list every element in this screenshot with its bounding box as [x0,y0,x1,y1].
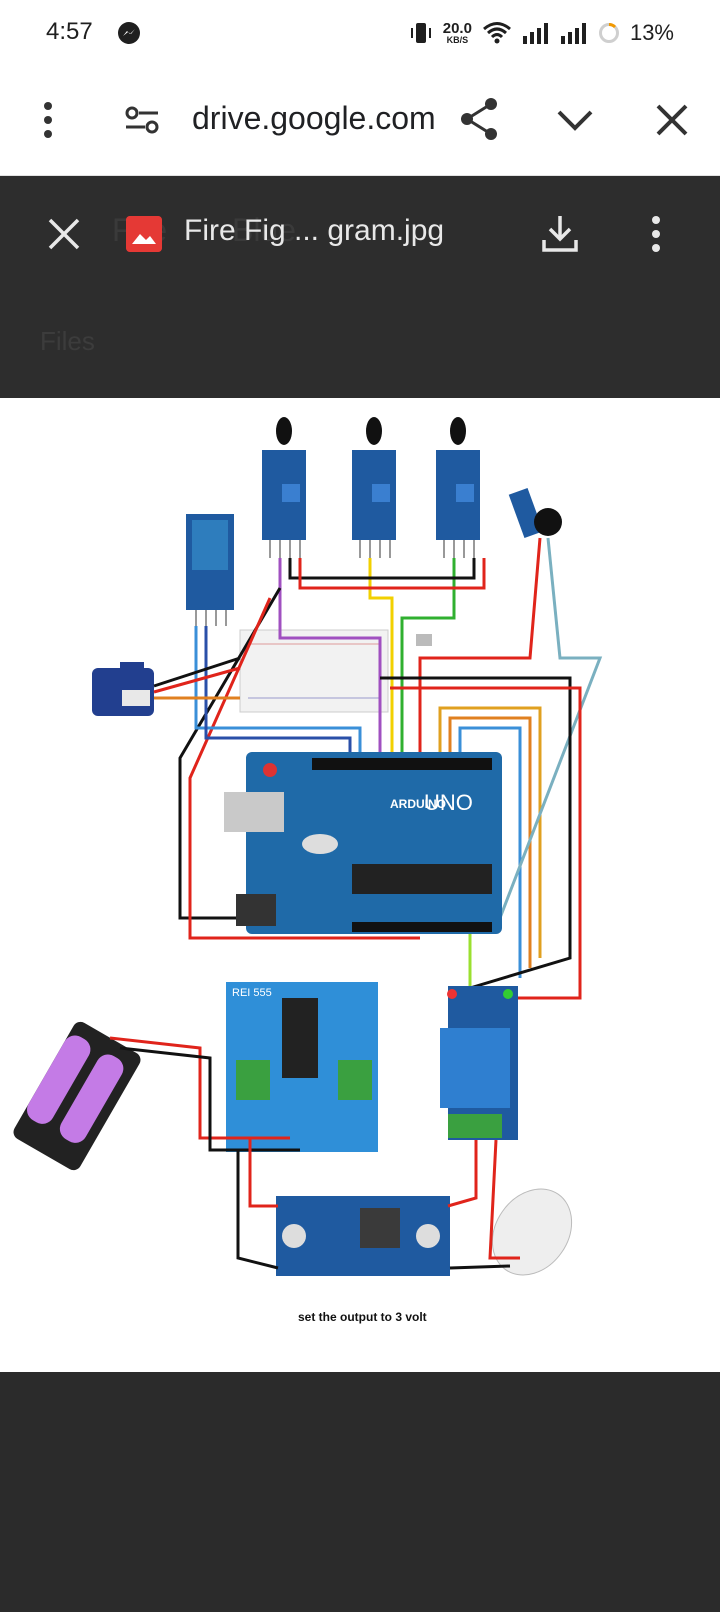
arduino-brand: ARDUINO [390,797,446,811]
viewer-background [0,1372,720,1612]
buck-converter [276,1196,450,1276]
network-speed-unit: KB/S [446,35,469,45]
chevron-down-icon[interactable] [554,100,596,140]
close-viewer-icon[interactable] [44,214,84,254]
url-text[interactable]: drive.google.com [192,100,436,136]
vibrate-icon [410,23,431,43]
signal-icon [522,23,548,44]
download-icon[interactable] [540,212,580,256]
flame-sensor [262,417,306,558]
flame-sensor [352,417,396,558]
battery-percent: 13% [629,20,674,45]
driver-label: REI 555 [232,987,272,999]
switch [416,634,432,646]
power-wires [109,1036,520,1270]
browser-toolbar: drive.google.com [0,66,720,176]
files-label: Files [40,326,95,356]
circuit-diagram: ARDUINO UNO REI 555 [13,417,603,1276]
wifi-icon [482,22,511,44]
status-indicators: 20.0 KB/S 13% [409,16,674,50]
messenger-icon [118,22,140,44]
more-options-icon[interactable] [642,212,670,256]
status-bar: 4:57 20.0 KB/S [0,0,720,66]
signal-icon-2 [560,23,586,44]
viewer-toolbar: Fire Blue Fire Fig ... gram.jpg [0,176,720,290]
battery-holder [13,1021,141,1171]
motor-driver-board: REI 555 [226,982,378,1152]
water-pump [491,1188,573,1276]
site-settings-icon[interactable] [124,104,160,136]
bluetooth-module [186,514,234,626]
buzzer [508,487,562,539]
relay-module [440,986,518,1140]
breadboard [239,629,389,713]
servo-motor [92,662,154,716]
status-time: 4:57 [46,18,93,45]
files-strip: Files [0,290,720,398]
share-icon[interactable] [458,96,500,142]
arduino-uno-board: ARDUINO UNO [224,752,502,934]
image-preview[interactable]: ARDUINO UNO REI 555 [0,398,720,1372]
battery-ring-icon [598,23,619,43]
background-text: Blue [232,212,297,248]
more-vert-icon[interactable] [34,98,62,142]
image-file-icon [126,216,162,252]
network-speed-value: 20.0 [442,20,472,37]
file-name: Fire Fig ... gram.jpg [184,214,445,247]
uno-label: UNO [424,790,473,815]
flame-sensor [436,417,480,558]
diagram-caption: set the output to 3 volt [298,1310,427,1324]
network-speed: 20.0 KB/S [443,21,472,45]
close-icon[interactable] [652,98,692,142]
